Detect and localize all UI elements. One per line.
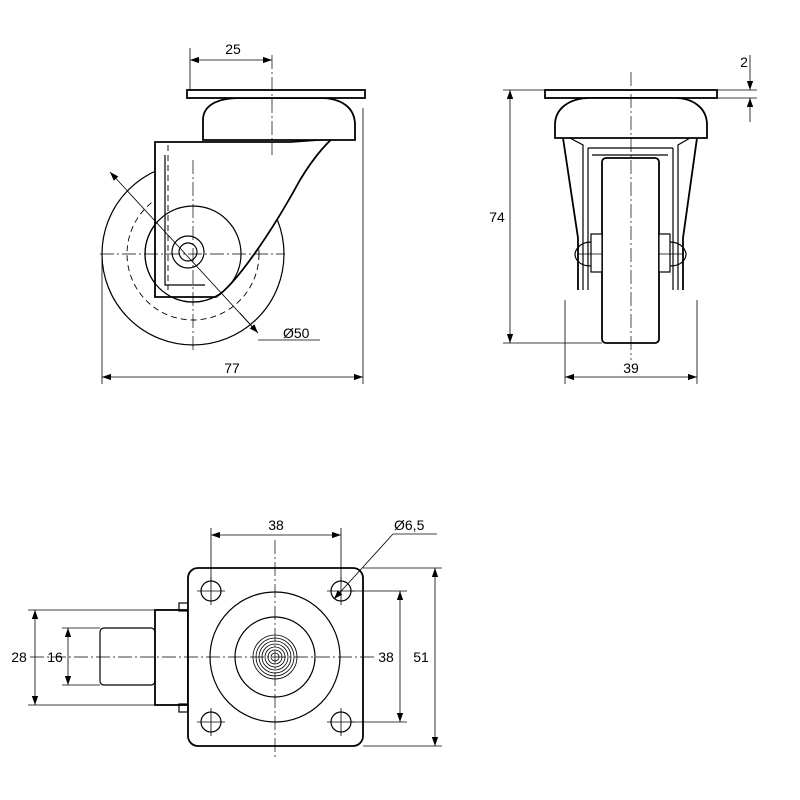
front-axle-boss-left bbox=[590, 233, 603, 273]
front-view: 74 39 2 bbox=[489, 54, 757, 384]
side-fork-outline bbox=[154, 126, 346, 298]
front-fork-inner bbox=[569, 137, 691, 290]
front-fork-legs bbox=[562, 137, 698, 290]
side-fork-inner bbox=[164, 155, 205, 286]
dim-28-label: 28 bbox=[11, 649, 27, 665]
side-axle-outer-front bbox=[171, 235, 205, 269]
dim-16-label: 16 bbox=[47, 649, 63, 665]
dim-38-right-label: 38 bbox=[378, 649, 394, 665]
dim-2-label: 2 bbox=[740, 54, 748, 70]
dim-d65-label: Ø6,5 bbox=[394, 517, 425, 533]
side-top-plate bbox=[186, 89, 366, 99]
dim-51-label: 51 bbox=[413, 649, 429, 665]
front-axle-nut-right bbox=[669, 241, 687, 267]
front-axle-boss-right bbox=[658, 233, 671, 273]
side-axle-inner-front bbox=[178, 242, 198, 262]
dim-74-label: 74 bbox=[489, 209, 505, 225]
dim-d50-leader bbox=[109, 171, 259, 334]
front-wheel bbox=[601, 157, 660, 344]
front-axle-nut-left bbox=[574, 241, 592, 267]
top-view: 38 Ø6,5 38 51 28 16 bbox=[11, 517, 442, 760]
dim-25-label: 25 bbox=[225, 41, 241, 57]
dim-d50-arrow bbox=[239, 312, 259, 334]
dim-d50-label: Ø50 bbox=[283, 325, 310, 341]
front-fork-bridge bbox=[588, 147, 673, 156]
dim-77-label: 77 bbox=[224, 360, 240, 376]
dim-d65-leader bbox=[333, 533, 394, 600]
side-swivel-housing bbox=[202, 97, 356, 141]
dim-38-top-label: 38 bbox=[268, 517, 284, 533]
dim-39-label: 39 bbox=[623, 360, 639, 376]
side-view: 25 Ø50 77 bbox=[100, 41, 366, 384]
top-fork-projection bbox=[154, 609, 189, 706]
top-wheel-projection bbox=[99, 627, 156, 686]
